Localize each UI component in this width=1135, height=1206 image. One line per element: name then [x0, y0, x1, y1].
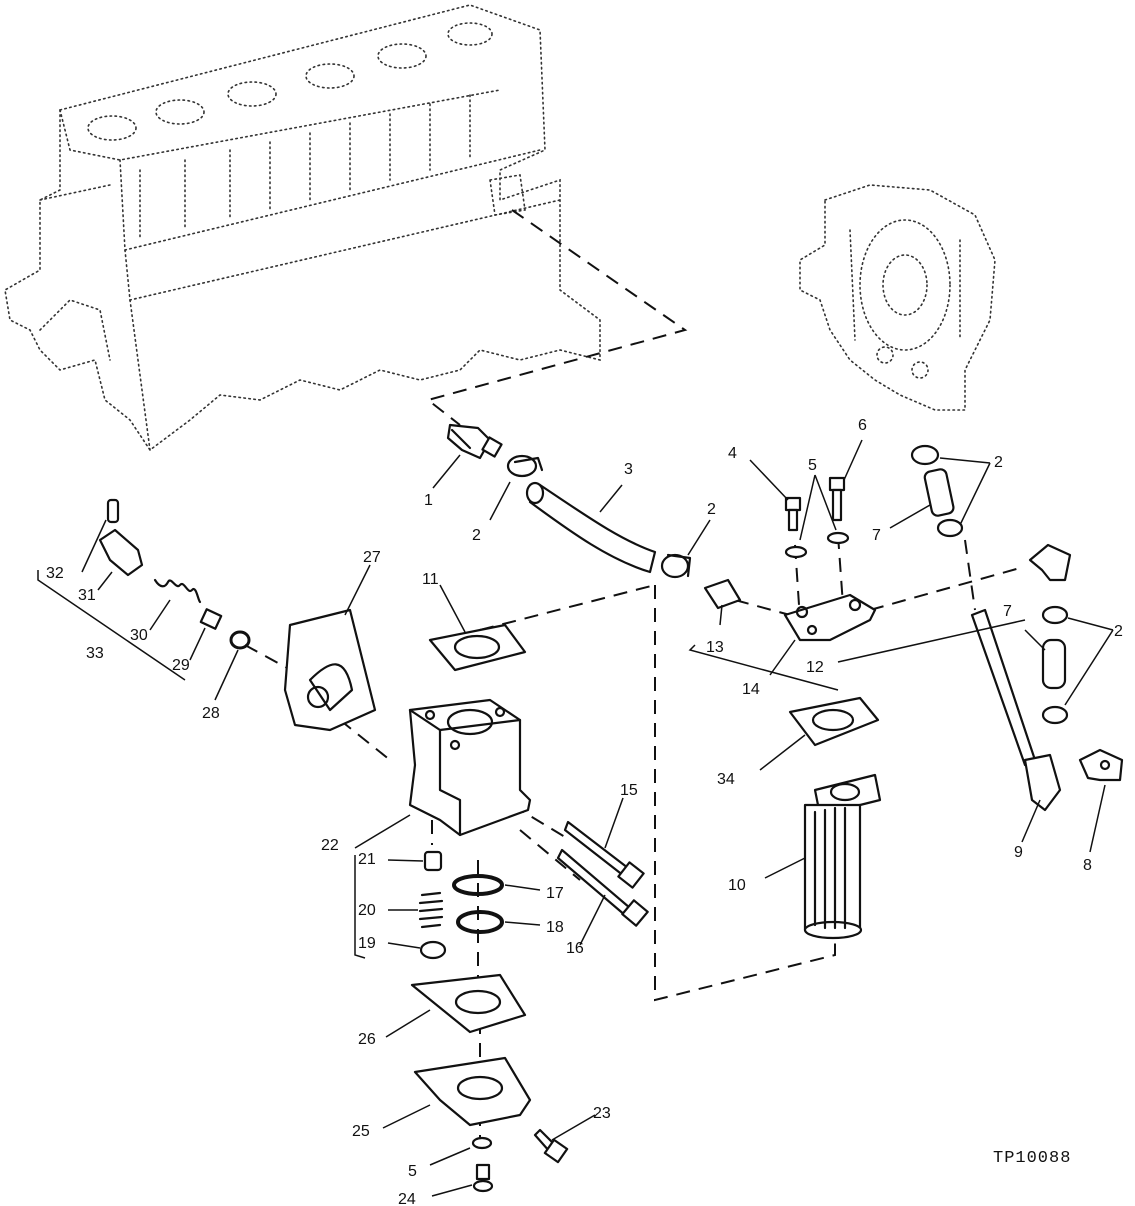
part-9-oil-pipe	[970, 608, 1062, 812]
callout-21: 21	[358, 851, 376, 868]
leader-lines	[37, 439, 1114, 1197]
callout-2: 2	[707, 501, 716, 518]
part-6-bolt	[828, 476, 846, 522]
part-17-o-ring	[452, 874, 504, 896]
callout-5: 5	[408, 1163, 417, 1180]
part-16-bolt	[556, 848, 649, 927]
callout-29: 29	[172, 657, 190, 674]
callout-2: 2	[994, 454, 1003, 471]
callout-15: 15	[620, 782, 638, 799]
callout-7: 7	[872, 527, 881, 544]
callout-4: 4	[728, 445, 737, 462]
part-27-gasket	[283, 608, 377, 732]
callout-32: 32	[46, 565, 64, 582]
callout-30: 30	[130, 627, 148, 644]
callout-1: 1	[424, 492, 433, 509]
part-15-bolt	[563, 820, 645, 889]
part-21-plug	[423, 850, 443, 872]
callout-13: 13	[706, 639, 724, 656]
part-25-cover-plate	[413, 1056, 532, 1127]
callout-23: 23	[593, 1105, 611, 1122]
part-23-bolt	[533, 1128, 569, 1164]
callout-17: 17	[546, 885, 564, 902]
callout-11: 11	[422, 571, 439, 588]
part-11-gasket	[428, 623, 527, 672]
figure-id: TP10088	[993, 1149, 1071, 1168]
callout-26: 26	[358, 1031, 376, 1048]
part-28-o-ring	[229, 630, 251, 650]
callout-6: 6	[858, 417, 867, 434]
callout-24: 24	[398, 1191, 416, 1206]
part-2-hose-clamp-mid	[660, 553, 692, 579]
callout-9: 9	[1014, 844, 1023, 861]
part-1-fitting	[446, 423, 503, 460]
callout-31: 31	[78, 587, 96, 604]
engine-block-phantom	[4, 4, 601, 452]
callout-18: 18	[546, 919, 564, 936]
part-34-gasket	[788, 696, 880, 747]
callout-3: 3	[624, 461, 633, 478]
part-10-filter-element	[803, 773, 882, 940]
part-12-elbow-fitting	[1028, 543, 1072, 582]
part-2-hose-clamp	[506, 454, 544, 478]
part-31-relief-valve	[98, 528, 144, 577]
callout-8: 8	[1083, 857, 1092, 874]
callout-7: 7	[1003, 603, 1012, 620]
part-14-filter-cover	[783, 593, 877, 642]
part-19-valve	[419, 940, 447, 960]
callout-labels: 1 2 3 2 4 5 6 2 7 7 2 11 13 12 14 34 10 …	[46, 417, 1123, 1206]
flow-connection-lines	[244, 209, 1021, 1145]
callout-20: 20	[358, 902, 376, 919]
callout-33: 33	[86, 645, 104, 662]
part-24-screw	[472, 1163, 494, 1193]
part-30-spring	[153, 578, 202, 604]
part-18-o-ring	[456, 910, 504, 934]
callout-34: 34	[717, 771, 735, 788]
part-4-bolt	[784, 496, 802, 532]
callout-5: 5	[808, 457, 817, 474]
front-cover-phantom	[799, 184, 996, 411]
part-29-plunger	[199, 608, 223, 630]
part-3-hose	[525, 481, 657, 574]
part-8-pipe-clamp	[1078, 748, 1124, 782]
callout-22: 22	[321, 837, 339, 854]
callout-25: 25	[352, 1123, 370, 1140]
part-7-hose-sections	[923, 468, 1067, 690]
callout-27: 27	[363, 549, 381, 566]
callout-2: 2	[1114, 623, 1123, 640]
callout-16: 16	[566, 940, 584, 957]
callout-12: 12	[806, 659, 824, 676]
part-32-pin	[106, 498, 120, 524]
callout-10: 10	[728, 877, 746, 894]
part-13-fitting	[703, 578, 742, 610]
callout-2: 2	[472, 527, 481, 544]
callout-19: 19	[358, 935, 376, 952]
part-26-gasket	[410, 973, 527, 1034]
part-5-washer-bottom	[471, 1136, 493, 1150]
callout-14: 14	[742, 681, 760, 698]
part-20-spring	[418, 891, 444, 929]
part-22-filter-base	[408, 698, 532, 837]
callout-28: 28	[202, 705, 220, 722]
part-5-washers	[784, 531, 850, 559]
part-2-clamps-right	[910, 444, 1069, 725]
